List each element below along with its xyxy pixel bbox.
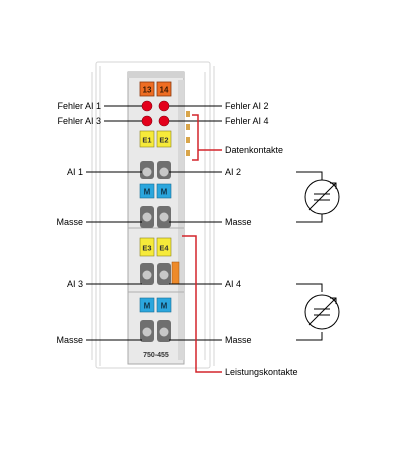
led-fehler-ai1: [141, 100, 153, 112]
data-contacts: [186, 111, 190, 156]
label-ai4: AI 4: [225, 279, 241, 289]
coding-e1: E1: [142, 136, 151, 145]
led-label-13: 13: [143, 86, 152, 95]
label-ai3: AI 3: [67, 279, 83, 289]
coding-lower: E3 E4: [139, 237, 172, 257]
top-status-leds: 13 14: [139, 81, 172, 97]
label-fehler-ai4: Fehler AI 4: [225, 116, 269, 126]
blue-markers-upper: M M: [139, 183, 172, 199]
terminals-masse-2: [140, 320, 171, 342]
error-leds: [141, 100, 170, 127]
led-fehler-ai2: [158, 100, 170, 112]
marker-m-2: M: [161, 188, 168, 197]
din-rail-outline: [91, 61, 215, 369]
label-fehler-ai3: Fehler AI 3: [57, 116, 101, 126]
marker-m-1: M: [144, 188, 151, 197]
label-datenkontakte: Datenkontakte: [225, 145, 283, 155]
terminals-ai3-ai4: [140, 263, 171, 285]
label-masse-right-2: Masse: [225, 335, 252, 345]
label-ai2: AI 2: [225, 167, 241, 177]
coding-e2: E2: [159, 136, 168, 145]
label-masse-left-2: Masse: [56, 335, 83, 345]
red-brackets: [182, 114, 222, 373]
sensor-ai3-ai4: [296, 283, 340, 341]
module-housing: [127, 71, 185, 365]
coding-upper: E1 E2: [139, 130, 172, 148]
led-fehler-ai4: [158, 115, 170, 127]
right-labels: Fehler AI 2 Fehler AI 4 Datenkontakte AI…: [225, 101, 298, 377]
label-leistungskontakte: Leistungskontakte: [225, 367, 298, 377]
terminals-ai1-ai2: [140, 161, 171, 179]
label-fehler-ai1: Fehler AI 1: [57, 101, 101, 111]
marker-m-4: M: [161, 302, 168, 311]
marker-m-3: M: [144, 302, 151, 311]
part-number: 750-455: [143, 352, 169, 359]
led-label-14: 14: [160, 86, 169, 95]
terminals-masse-1: [140, 206, 171, 228]
sensor-ai1-ai2: [296, 171, 340, 223]
coding-e4: E4: [159, 244, 169, 253]
led-fehler-ai3: [141, 115, 153, 127]
blue-markers-lower: M M: [139, 297, 172, 313]
label-ai1: AI 1: [67, 167, 83, 177]
label-masse-left-1: Masse: [56, 217, 83, 227]
label-fehler-ai2: Fehler AI 2: [225, 101, 269, 111]
left-labels: Fehler AI 1 Fehler AI 3 AI 1 Masse AI 3 …: [56, 101, 101, 345]
coding-e3: E3: [142, 244, 151, 253]
label-masse-right-1: Masse: [225, 217, 252, 227]
power-contact-block: [171, 261, 180, 285]
